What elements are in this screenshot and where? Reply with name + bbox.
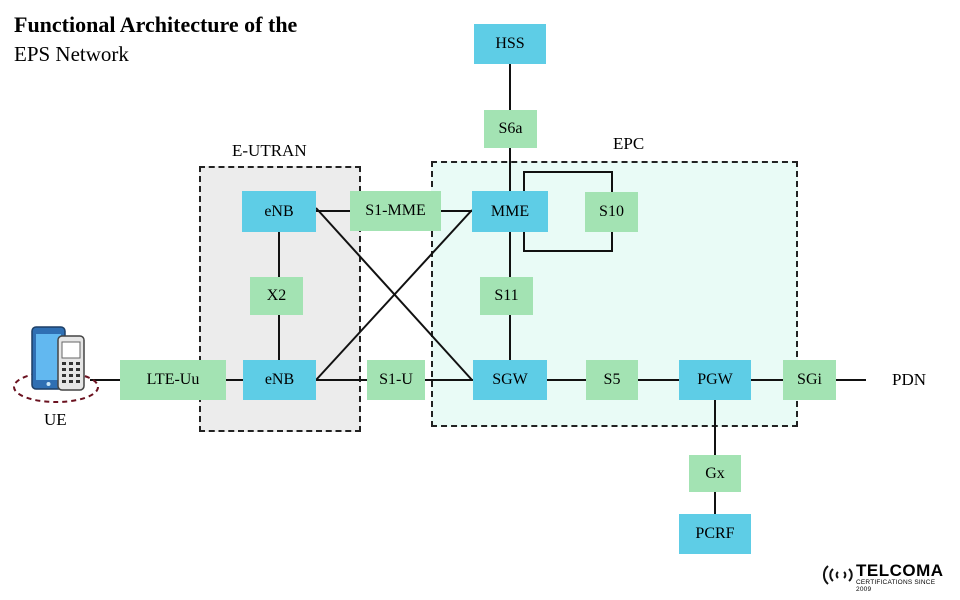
hss-node: HSS (474, 24, 546, 64)
line-enb-bottom-mme (315, 209, 473, 381)
brand-tagline: CERTIFICATIONS SINCE 2009 (856, 579, 936, 593)
lte-uu-interface: LTE-Uu (120, 360, 226, 400)
sgi-interface: SGi (783, 360, 836, 400)
ue-label: UE (44, 410, 67, 429)
diagram-title-line1: Functional Architecture of the (14, 12, 298, 37)
epc-label: EPC (613, 134, 645, 153)
sgw-node: SGW (473, 360, 547, 400)
signal-waves-icon (822, 565, 853, 585)
s6a-interface: S6a (484, 110, 537, 148)
pcrf-node: PCRF (679, 514, 751, 554)
telcoma-logo: TELCOMA CERTIFICATIONS SINCE 2009 (818, 560, 950, 593)
s5-interface: S5 (586, 360, 638, 400)
enb-bottom-node: eNB (243, 360, 316, 400)
s1-u-interface: S1-U (367, 360, 425, 400)
x2-interface: X2 (250, 277, 303, 315)
s10-interface: S10 (585, 192, 638, 232)
s1-mme-interface: S1-MME (350, 191, 441, 231)
s11-interface: S11 (480, 277, 533, 315)
brand-name: TELCOMA (856, 561, 944, 580)
pdn-label: PDN (892, 370, 927, 389)
ue-phones-icon (13, 326, 99, 403)
mme-node: MME (472, 191, 548, 232)
eutran-label: E-UTRAN (232, 141, 307, 160)
enb-top-node: eNB (242, 191, 316, 232)
diagram-title-line2: EPS Network (14, 42, 129, 66)
pgw-node: PGW (679, 360, 751, 400)
gx-interface: Gx (689, 455, 741, 492)
